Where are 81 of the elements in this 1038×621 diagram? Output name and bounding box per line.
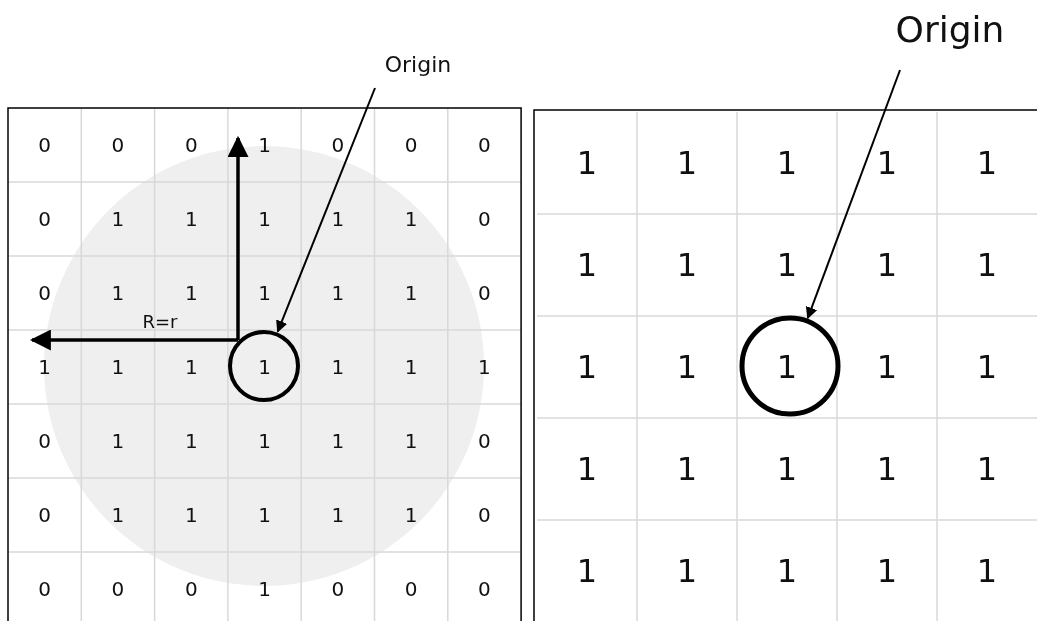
cell-value: 0 (38, 283, 51, 303)
cell-value: 1 (184, 431, 198, 451)
cell-value: 0 (184, 579, 198, 599)
cell-value: 1 (404, 431, 418, 451)
cell-value: 1 (111, 209, 125, 229)
cell-value: 0 (478, 283, 491, 303)
cell-value: 1 (111, 283, 125, 303)
cell-value: 1 (184, 209, 198, 229)
cell-value: 1 (676, 147, 698, 179)
origin-circle (228, 330, 300, 402)
origin-label: Origin (895, 12, 1005, 48)
cell-value: 1 (876, 555, 898, 587)
cell-value: 1 (331, 209, 345, 229)
cell-value: 1 (184, 357, 198, 377)
cell-value: 0 (38, 579, 51, 599)
cell-value: 0 (38, 135, 51, 155)
cell-value: 1 (184, 505, 198, 525)
cell-value: 1 (976, 453, 998, 485)
cell-value: 1 (776, 453, 798, 485)
cell-value: 0 (478, 135, 491, 155)
cell-value: 1 (111, 357, 125, 377)
cell-value: 1 (258, 505, 271, 525)
cell-value: 0 (184, 135, 198, 155)
cell-value: 1 (258, 431, 271, 451)
cell-value: 1 (258, 357, 271, 377)
cell-value: 1 (876, 453, 898, 485)
cell-value: 0 (404, 135, 418, 155)
cell-value: 1 (258, 283, 271, 303)
cell-value: 1 (876, 351, 898, 383)
cell-value: 1 (676, 351, 698, 383)
cell-value: 0 (404, 579, 418, 599)
cell-value: 1 (776, 249, 798, 281)
cell-value: 1 (478, 357, 491, 377)
cell-value: 1 (331, 283, 345, 303)
leader-line (805, 69, 901, 320)
cell-value: 1 (184, 283, 198, 303)
origin-circle (739, 315, 841, 417)
cell-value: 1 (404, 283, 418, 303)
cell-value: 1 (976, 249, 998, 281)
cell-value: 0 (478, 431, 491, 451)
cell-value: 1 (404, 209, 418, 229)
cell-value: 0 (331, 135, 345, 155)
cell-value: 1 (111, 505, 125, 525)
cell-value: 1 (676, 555, 698, 587)
cell-value: 1 (776, 147, 798, 179)
cell-value: 0 (331, 579, 345, 599)
cell-value: 0 (38, 505, 51, 525)
cell-value: 1 (576, 351, 598, 383)
cell-value: 1 (976, 351, 998, 383)
cell-value: 1 (976, 147, 998, 179)
cell-value: 1 (404, 505, 418, 525)
radius-label: R=r (142, 313, 178, 331)
cell-value: 1 (576, 453, 598, 485)
cell-value: 1 (976, 555, 998, 587)
origin-label: Origin (384, 54, 452, 76)
cell-value: 0 (111, 135, 125, 155)
cell-value: 1 (331, 505, 345, 525)
cell-value: 1 (258, 135, 271, 155)
cell-value: 0 (478, 505, 491, 525)
cell-value: 1 (676, 249, 698, 281)
cell-value: 1 (576, 249, 598, 281)
cell-value: 1 (876, 249, 898, 281)
cell-value: 1 (404, 357, 418, 377)
cell-value: 1 (776, 555, 798, 587)
cell-value: 1 (258, 579, 271, 599)
cell-value: 0 (478, 209, 491, 229)
cell-value: 1 (576, 555, 598, 587)
cell-value: 1 (258, 209, 271, 229)
cell-value: 0 (478, 579, 491, 599)
cell-value: 1 (876, 147, 898, 179)
cell-value: 0 (111, 579, 125, 599)
leader-line (276, 87, 376, 333)
cell-value: 1 (331, 431, 345, 451)
cell-value: 1 (38, 357, 51, 377)
cell-value: 1 (576, 147, 598, 179)
cell-value: 1 (331, 357, 345, 377)
cell-value: 1 (676, 453, 698, 485)
cell-value: 1 (776, 351, 798, 383)
cell-value: 0 (38, 209, 51, 229)
cell-value: 1 (111, 431, 125, 451)
cell-value: 0 (38, 431, 51, 451)
